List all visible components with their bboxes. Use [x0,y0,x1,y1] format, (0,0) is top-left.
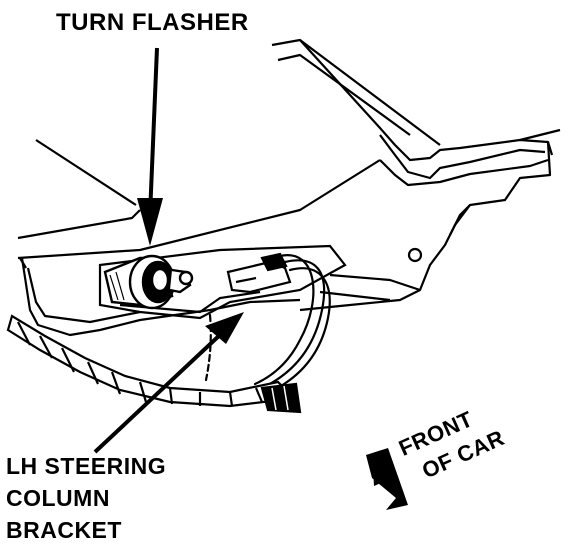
lh-steering-label-line3: BRACKET [6,517,122,543]
lh-steering-label-line2: COLUMN [6,485,110,511]
lh-steering-label-line1: LH STEERING [6,453,166,479]
wiring-harness [204,254,331,394]
turn-flasher-label: TURN FLASHER [56,9,249,36]
turn-flasher-unit [103,254,194,310]
dash-outline [17,38,561,337]
lh-steering-bracket-leader-arrow [93,312,244,454]
flasher-mounting-bracket [98,244,347,320]
harness-bundle [6,314,302,414]
front-of-car-arrow-icon [366,448,408,510]
flasher-connector [226,252,292,294]
turn-flasher-leader-arrow [137,47,163,246]
